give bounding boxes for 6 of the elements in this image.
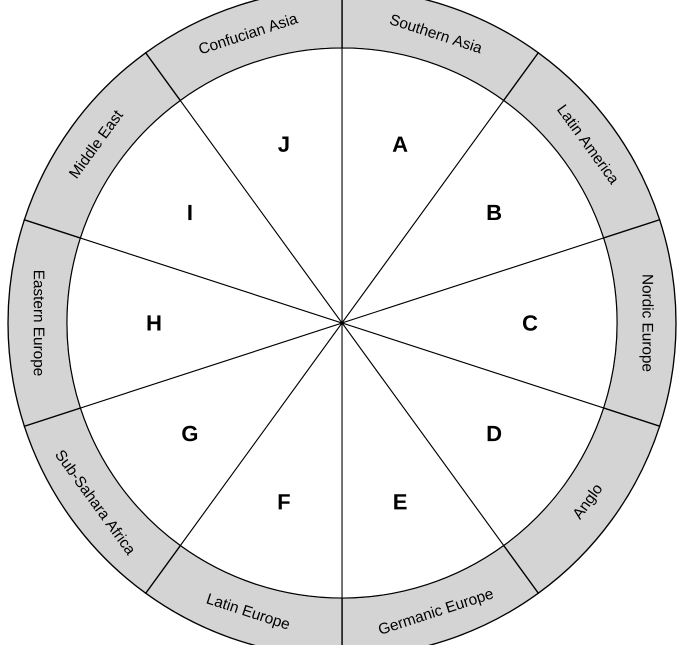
pie-sector: C — [341, 237, 618, 409]
ring-segment: Nordic Europe — [602, 219, 677, 427]
ring-segment: Eastern Europe — [7, 219, 82, 427]
node-label: Nordic Europe — [639, 275, 654, 372]
ring-segment: Latin Europe — [145, 544, 343, 645]
pie-sector: H — [66, 237, 343, 408]
